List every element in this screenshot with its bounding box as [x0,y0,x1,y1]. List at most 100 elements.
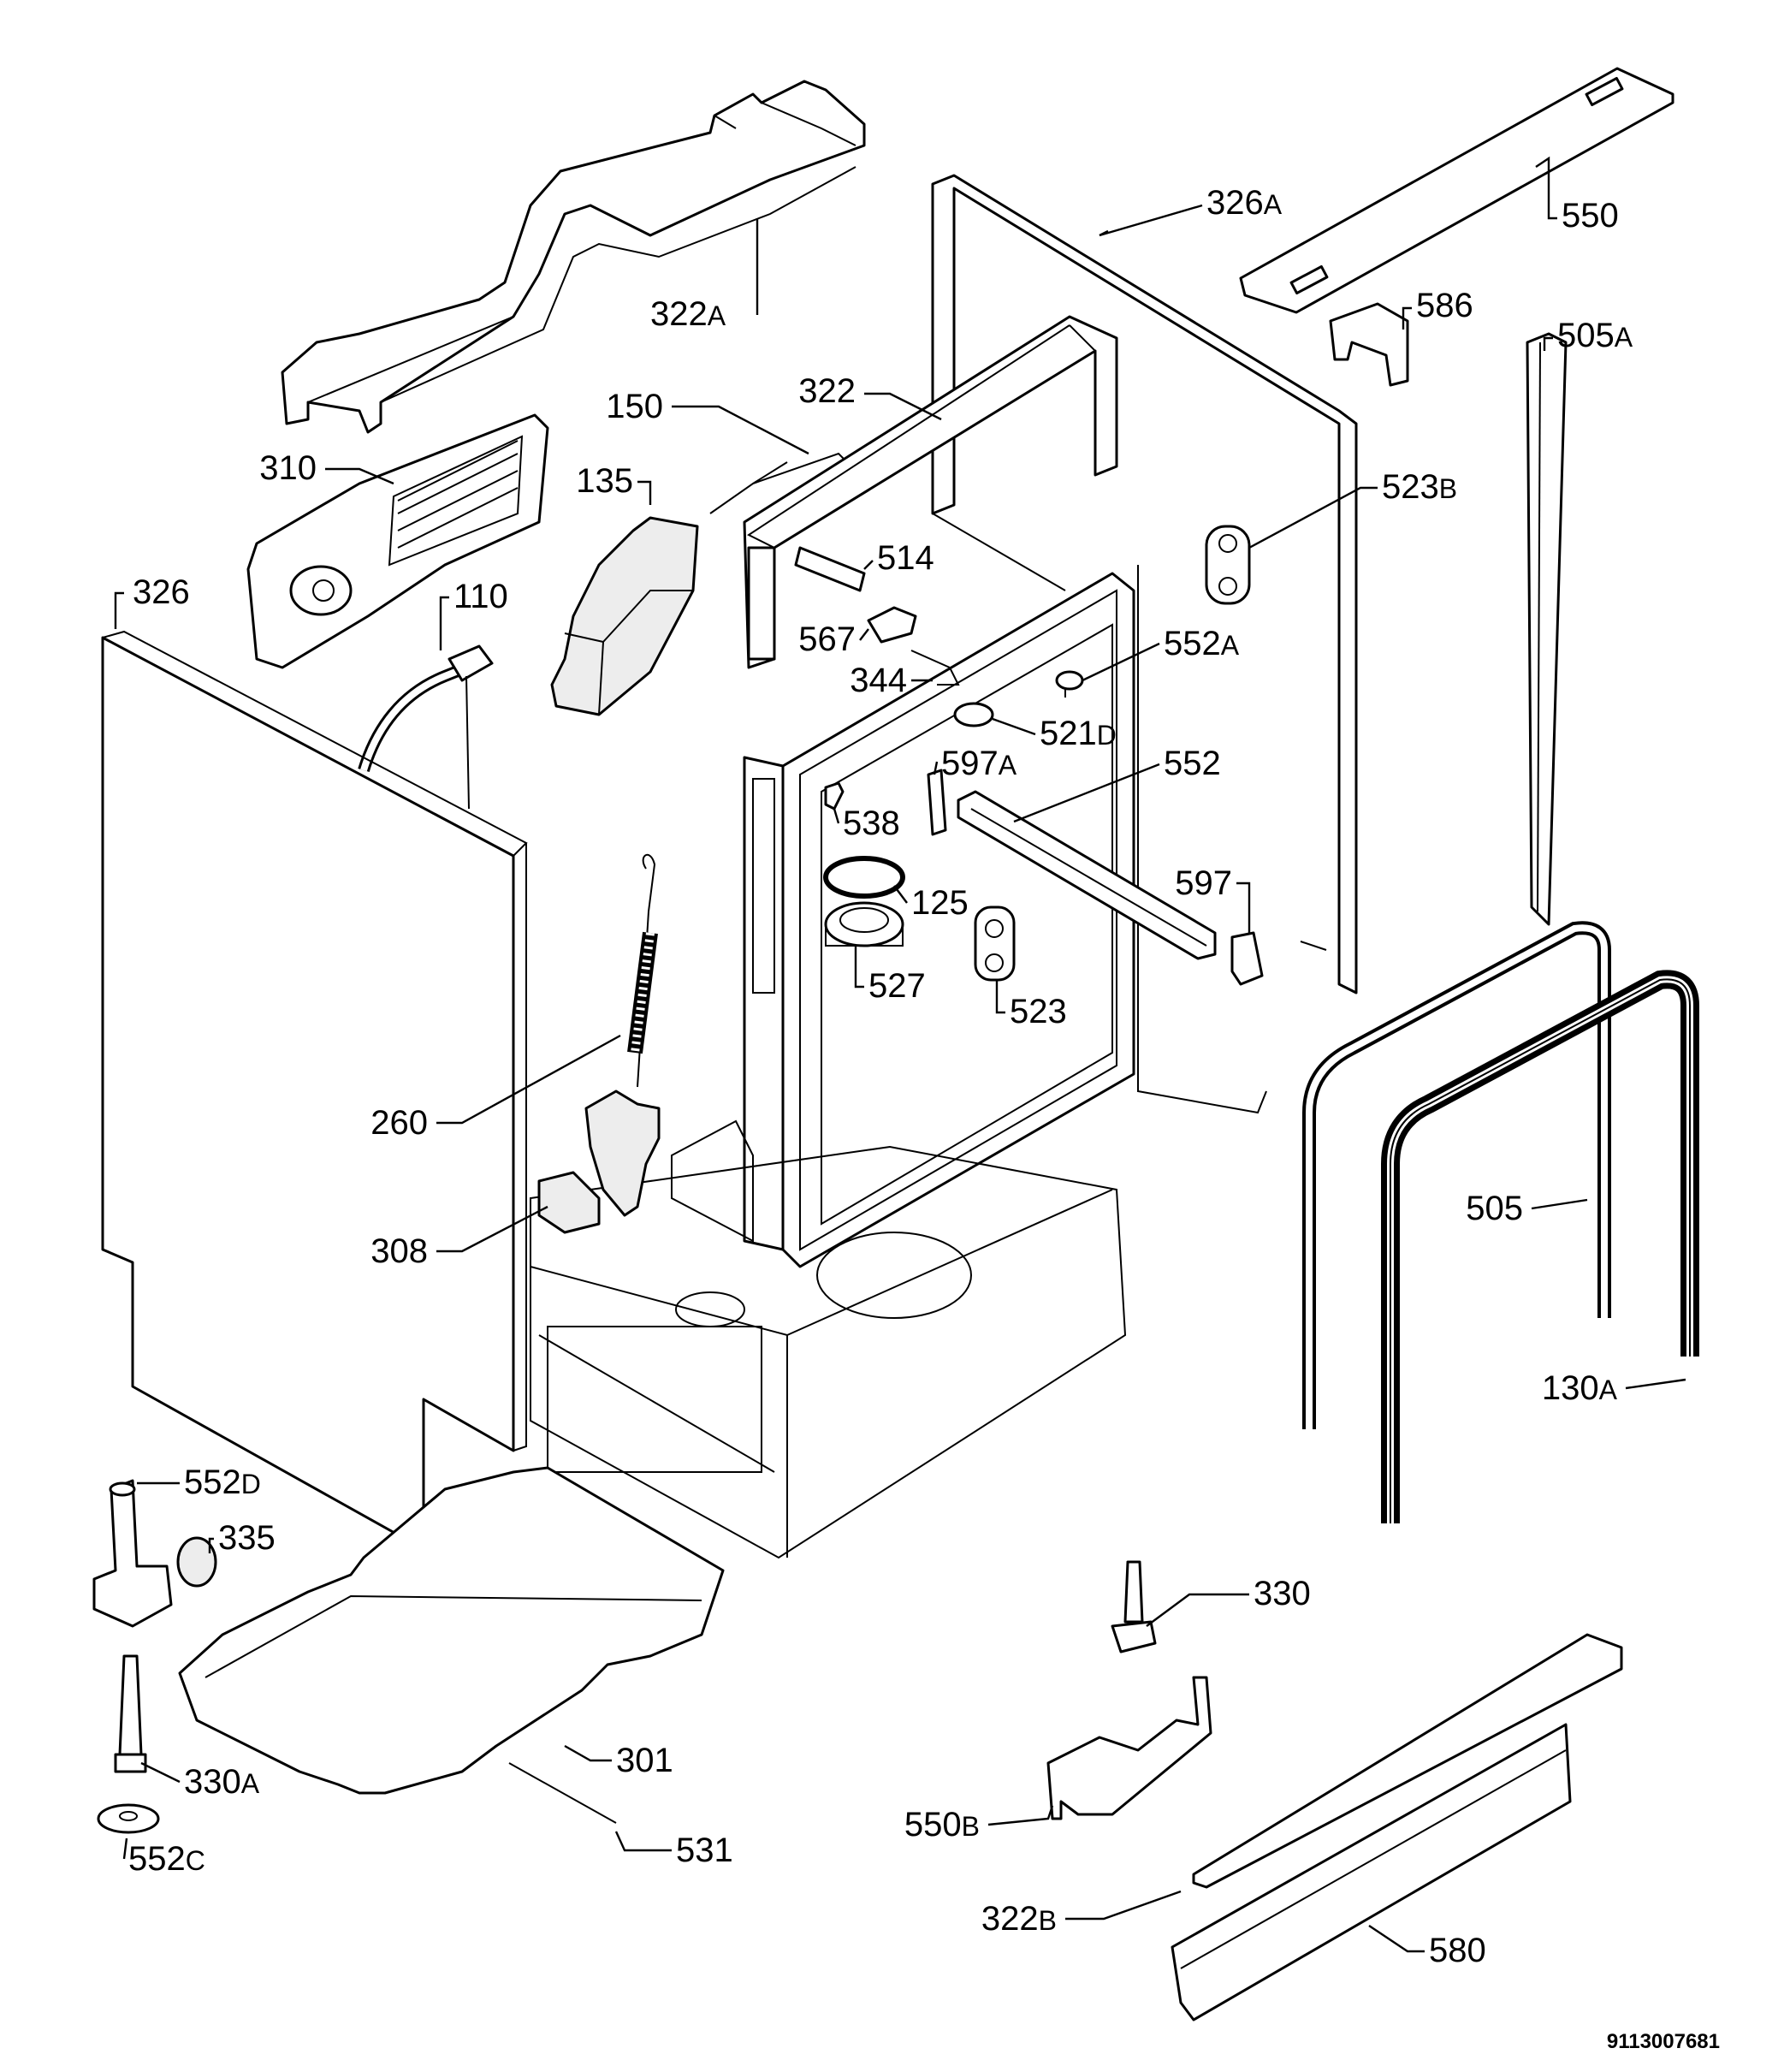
part-322A-top-rail [281,80,866,434]
leader-line [1531,1198,1588,1210]
part-586-bracket [1329,302,1409,387]
callout-110: 110 [439,578,508,650]
part-597A-clip [927,769,947,836]
part-505-seal [1302,921,1611,1429]
callout-label: 580 [1429,1932,1486,1969]
callout-number: 552 [1164,745,1221,782]
callout-suffix: A [1221,630,1240,661]
callout-number: 310 [259,449,317,487]
callout-number: 521 [1040,715,1097,752]
callout-number: 322 [798,372,856,410]
part-552C-cap [97,1803,160,1834]
callout-label: 597A [941,745,1017,782]
callout-label: 326 [133,573,190,611]
leader-line [1535,156,1557,220]
callout-538: 538 [833,804,900,842]
callout-label: 330 [1254,1575,1311,1612]
part-523-grommet [974,905,1016,982]
callout-number: 330 [1254,1575,1311,1612]
leader-line [1146,1593,1249,1627]
callout-322b: 322B [981,1890,1182,1938]
callout-label: 110 [453,578,508,615]
callout-527: 527 [854,946,926,1005]
callout-label: 550B [904,1806,980,1843]
leader-line [637,480,652,505]
callout-523: 523 [995,980,1067,1030]
callout-suffix: D [241,1469,261,1499]
part-580-kick-plate [1171,1723,1572,2022]
callout-label: 527 [868,967,926,1005]
callout-label: 260 [370,1104,428,1142]
part-tub-body [671,572,1135,1319]
callout-number: 550 [1562,197,1619,235]
callout-suffix: B [1439,473,1457,504]
callout-521d: 521D [992,715,1117,752]
callout-number: 523 [1382,468,1439,506]
callout-552c: 552C [122,1837,205,1878]
callout-number: 335 [218,1519,276,1557]
part-110-hose [358,644,494,810]
leader-line [436,1205,548,1253]
callout-580: 580 [1368,1925,1486,1969]
leader-line [122,1837,128,1860]
callout-label: 586 [1416,287,1473,324]
callout-260: 260 [370,1034,621,1142]
callout-125: 125 [893,884,969,922]
leader-line [1099,204,1203,237]
callout-label: 150 [606,388,663,425]
callout-597: 597 [1175,864,1251,933]
part-550B-bracket [1046,1676,1212,1820]
leader-line [325,467,394,485]
part-base-frame [530,1145,1127,1559]
callout-number: 301 [616,1742,673,1779]
callout-label: 505A [1557,317,1633,354]
callout-label: 130A [1542,1369,1618,1407]
callout-number: 523 [1010,993,1067,1030]
callout-308: 308 [370,1205,548,1270]
callout-suffix: A [1599,1374,1618,1405]
callout-label: 322 [798,372,856,410]
callout-number: 326 [133,573,190,611]
callout-number: 326 [1206,184,1264,222]
callout-135: 135 [576,462,652,505]
callout-label: 326A [1206,184,1283,222]
part-550-top-strip [1239,67,1674,314]
part-326A-rear-frame [931,174,1358,1114]
part-330-foot [1111,1560,1157,1653]
leader-line [859,628,869,641]
leader-line [864,392,942,421]
callout-label: 538 [843,804,900,842]
callout-531: 531 [614,1831,733,1869]
leader-line [933,761,939,775]
callout-label: 330A [184,1763,260,1801]
callout-label: 523 [1010,993,1067,1030]
part-150-panel [709,452,848,514]
callout-number: 150 [606,388,663,425]
callout-label: 597 [1175,864,1232,902]
callout-label: 308 [370,1232,428,1270]
callout-suffix: A [708,300,726,331]
callout-label: 523B [1382,468,1457,506]
callout-505a: 505A [1543,317,1633,354]
callout-label: 552 [1164,745,1221,782]
leader-line [863,560,874,570]
leader-line [114,591,124,629]
callout-552d: 552D [137,1463,261,1501]
callout-label: 521D [1040,715,1117,752]
callout-597a: 597A [933,745,1017,782]
callout-suffix: A [1615,322,1633,353]
part-514-pin [794,546,866,592]
callout-label: 135 [576,462,633,500]
callout-suffix: A [1264,189,1283,220]
leader-line [1402,306,1412,330]
callout-number: 550 [904,1806,962,1843]
callout-301: 301 [564,1742,673,1779]
callout-number: 505 [1466,1190,1523,1227]
callout-number: 567 [798,620,856,658]
leader-line [1368,1925,1425,1953]
part-310-grille [246,413,549,669]
part-330A-screw [114,1654,147,1773]
callout-label: 567 [798,620,856,658]
part-552-rail [957,790,1217,960]
